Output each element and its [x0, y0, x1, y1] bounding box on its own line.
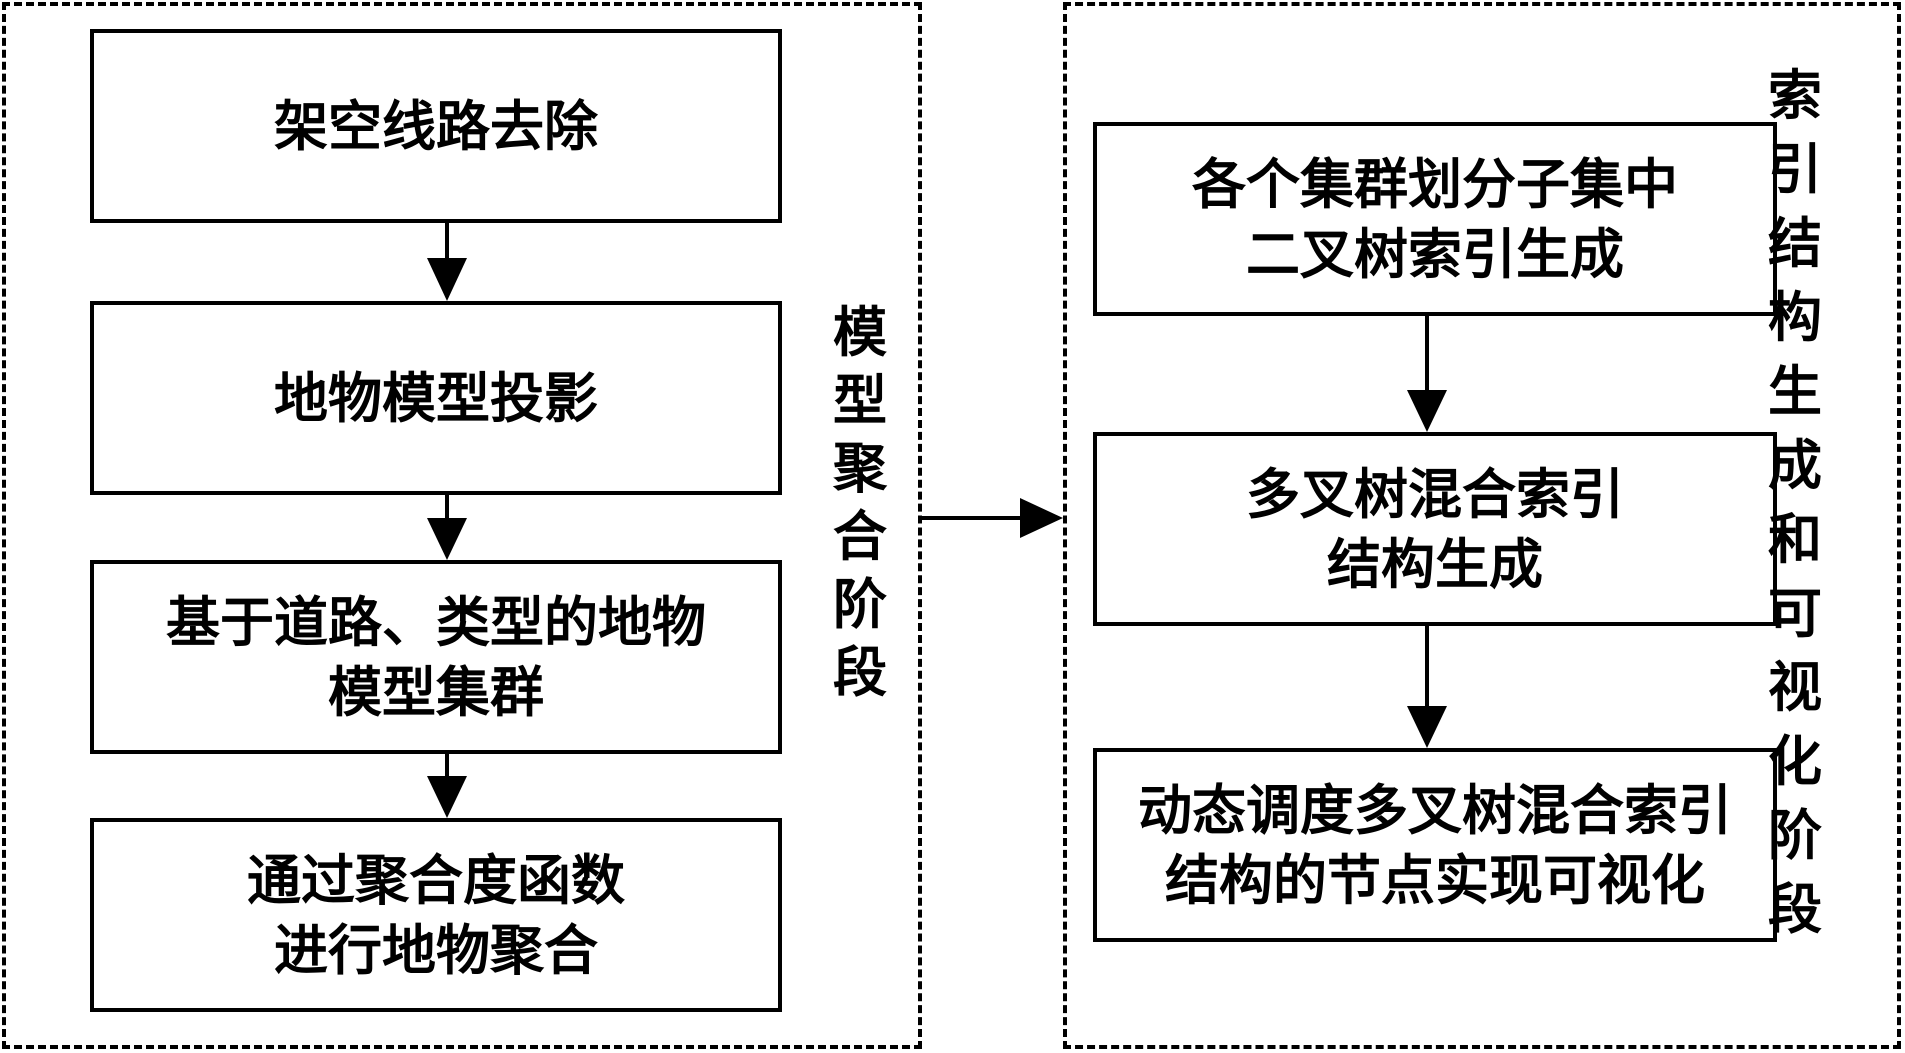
stage-label-char: 成 — [1768, 433, 1822, 497]
step-text-line: 各个集群划分子集中 — [1192, 152, 1678, 216]
stage-label-char: 阶 — [833, 572, 887, 636]
step-overhead-line-removal: 架空线路去除 — [90, 29, 782, 223]
stage-label-char: 聚 — [833, 436, 887, 500]
step-text-line: 基于道路、类型的地物 — [166, 590, 706, 654]
stage-label-char: 和 — [1768, 507, 1822, 571]
stage-label-char: 生 — [1768, 359, 1822, 423]
step-text-line: 二叉树索引生成 — [1246, 222, 1624, 286]
stage-label-char: 构 — [1768, 285, 1822, 349]
stage-label-char: 模 — [833, 300, 887, 364]
index-structure-stage-label: 索 引 结 构 生 成 和 可 视 化 阶 段 — [1765, 58, 1825, 946]
step-dynamic-node-visualization: 动态调度多叉树混合索引 结构的节点实现可视化 — [1093, 748, 1777, 942]
step-feature-aggregation: 通过聚合度函数 进行地物聚合 — [90, 818, 782, 1012]
stage-label-char: 阶 — [1768, 803, 1822, 867]
step-text-line: 通过聚合度函数 — [247, 848, 625, 912]
stage-label-char: 可 — [1768, 581, 1822, 645]
step-text-line: 结构生成 — [1327, 532, 1543, 596]
stage-label-char: 合 — [833, 504, 887, 568]
step-binary-tree-index-generation: 各个集群划分子集中 二叉树索引生成 — [1093, 122, 1777, 316]
stage-label-char: 段 — [833, 640, 887, 704]
step-feature-model-projection: 地物模型投影 — [90, 301, 782, 495]
model-aggregation-stage-frame — [2, 2, 922, 1049]
step-text-line: 动态调度多叉树混合索引 — [1138, 778, 1732, 842]
step-text-line: 架空线路去除 — [274, 94, 598, 158]
step-text-line: 地物模型投影 — [274, 366, 598, 430]
step-feature-model-clustering: 基于道路、类型的地物 模型集群 — [90, 560, 782, 754]
step-text-line: 进行地物聚合 — [274, 918, 598, 982]
stage-label-char: 结 — [1768, 211, 1822, 275]
step-text-line: 模型集群 — [328, 660, 544, 724]
step-text-line: 多叉树混合索引 — [1246, 462, 1624, 526]
stage-label-char: 索 — [1768, 63, 1822, 127]
arrow-stage-transition — [922, 498, 1063, 538]
step-hybrid-index-structure-generation: 多叉树混合索引 结构生成 — [1093, 432, 1777, 626]
index-structure-stage-frame — [1063, 2, 1901, 1049]
stage-label-char: 型 — [833, 368, 887, 432]
stage-label-char: 视 — [1768, 655, 1822, 719]
stage-label-char: 引 — [1768, 137, 1822, 201]
model-aggregation-stage-label: 模 型 聚 合 阶 段 — [830, 298, 890, 706]
step-text-line: 结构的节点实现可视化 — [1165, 848, 1705, 912]
stage-label-char: 化 — [1768, 729, 1822, 793]
stage-label-char: 段 — [1768, 877, 1822, 941]
